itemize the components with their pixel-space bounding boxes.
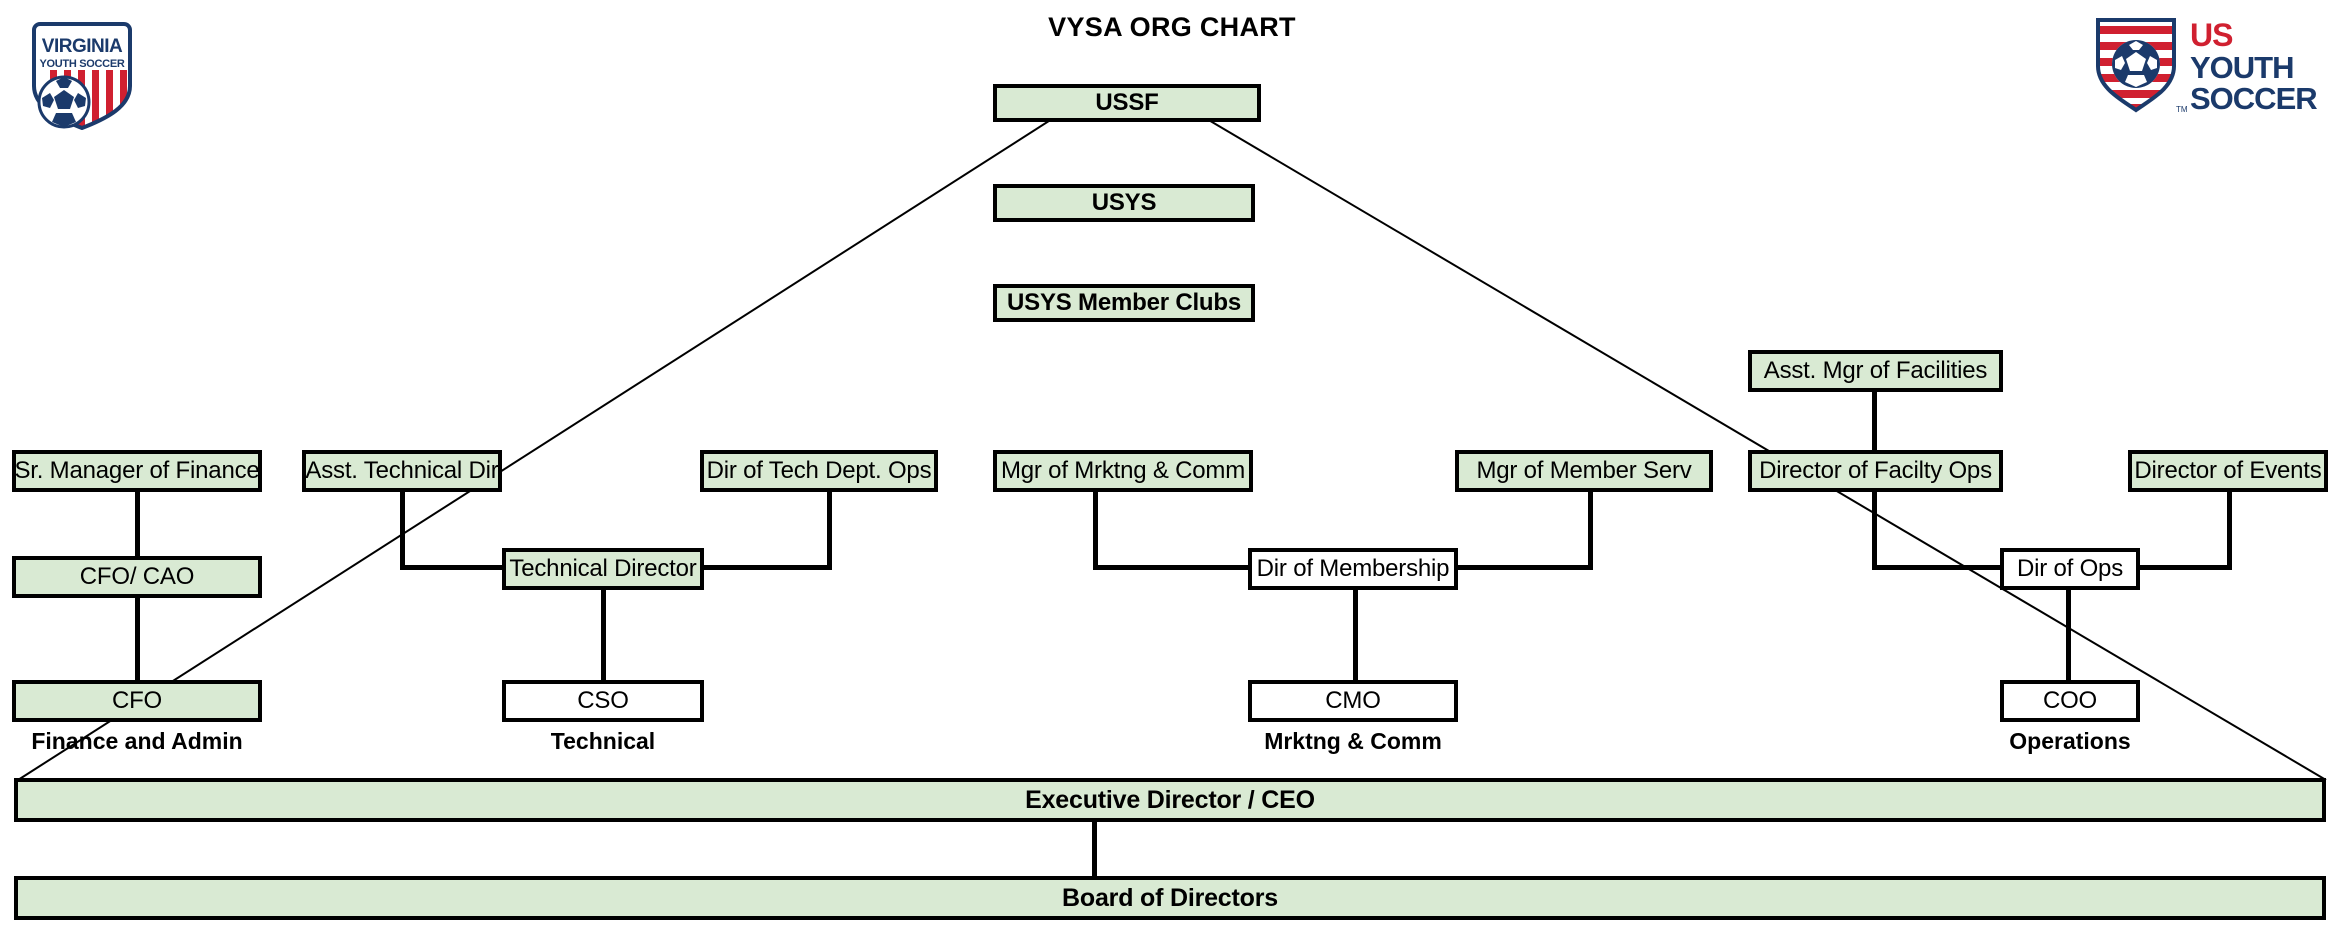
- svg-text:US: US: [2190, 17, 2233, 53]
- edge-dir-membership-to-cmo: [1353, 590, 1358, 682]
- edge-dir-tech-ops-vertical: [827, 492, 832, 570]
- virginia-youth-soccer-logo: VIRGINIA YOUTH SOCCER: [22, 10, 142, 131]
- edge-technical-director-to-cso: [601, 590, 606, 682]
- edge-director-facilty-ops-vertical: [1872, 492, 1877, 570]
- svg-text:YOUTH: YOUTH: [2190, 50, 2294, 85]
- edge-cfo-cao-to-cfo: [135, 598, 140, 682]
- trademark-mark: TM: [2176, 105, 2188, 114]
- edge-mgr-mrktng-horizontal: [1093, 565, 1250, 570]
- node-ussf[interactable]: USSF: [993, 84, 1261, 122]
- node-board-of-directors[interactable]: Board of Directors: [14, 876, 2326, 920]
- edge-dir-of-ops-to-coo: [2066, 590, 2071, 682]
- node-cso[interactable]: CSO: [502, 680, 704, 722]
- node-cmo[interactable]: CMO: [1248, 680, 1458, 722]
- node-sr-manager-of-finance[interactable]: Sr. Manager of Finance: [12, 450, 262, 492]
- edge-director-of-events-horizontal: [2136, 565, 2232, 570]
- node-asst-technical-dir[interactable]: Asst. Technical Dir: [302, 450, 502, 492]
- edge-dir-tech-ops-horizontal: [704, 565, 832, 570]
- node-technical-director[interactable]: Technical Director: [502, 548, 704, 590]
- node-mgr-of-mrktng-comm[interactable]: Mgr of Mrktng & Comm: [993, 450, 1253, 492]
- svg-text:SOCCER: SOCCER: [2190, 81, 2317, 116]
- node-dir-of-tech-dept-ops[interactable]: Dir of Tech Dept. Ops: [700, 450, 938, 492]
- edge-mgr-member-serv-horizontal: [1455, 565, 1593, 570]
- edge-director-facilty-ops-horizontal: [1872, 565, 2004, 570]
- svg-text:YOUTH SOCCER: YOUTH SOCCER: [39, 58, 124, 70]
- edge-mgr-mrktng-vertical: [1093, 492, 1098, 570]
- node-mgr-of-member-serv[interactable]: Mgr of Member Serv: [1455, 450, 1713, 492]
- node-director-of-facilty-ops[interactable]: Director of Facilty Ops: [1748, 450, 2003, 492]
- group-label-operations: Operations: [2009, 728, 2131, 754]
- svg-text:VIRGINIA: VIRGINIA: [42, 36, 123, 57]
- edge-sr-manager-to-cfo-cao: [135, 492, 140, 558]
- page-title: VYSA ORG CHART: [1048, 12, 1296, 42]
- edge-mgr-member-serv-vertical: [1588, 492, 1593, 570]
- node-director-of-events[interactable]: Director of Events: [2128, 450, 2328, 492]
- node-executive-director-ceo[interactable]: Executive Director / CEO: [14, 778, 2326, 822]
- group-label-finance-and-admin: Finance and Admin: [31, 728, 243, 754]
- node-usys[interactable]: USYS: [993, 184, 1255, 222]
- node-dir-of-ops[interactable]: Dir of Ops: [2000, 548, 2140, 590]
- group-label-mrktng-and-comm: Mrktng & Comm: [1264, 728, 1442, 754]
- node-cfo[interactable]: CFO: [12, 680, 262, 722]
- us-youth-soccer-logo: US YOUTH SOCCER TM: [2090, 12, 2322, 116]
- node-coo[interactable]: COO: [2000, 680, 2140, 722]
- edge-asst-tech-dir-horizontal: [400, 565, 505, 570]
- node-cfo-cao[interactable]: CFO/ CAO: [12, 556, 262, 598]
- node-dir-of-membership[interactable]: Dir of Membership: [1248, 548, 1458, 590]
- edge-asst-mgr-facilities-to-director-facilty-ops: [1872, 392, 1877, 450]
- edge-exec-director-to-board: [1092, 822, 1097, 880]
- node-asst-mgr-of-facilities[interactable]: Asst. Mgr of Facilities: [1748, 350, 2003, 392]
- edge-director-of-events-vertical: [2227, 492, 2232, 570]
- group-label-technical: Technical: [550, 728, 656, 754]
- edge-asst-tech-dir-vertical: [400, 492, 405, 570]
- node-usys-member-clubs[interactable]: USYS Member Clubs: [993, 284, 1255, 322]
